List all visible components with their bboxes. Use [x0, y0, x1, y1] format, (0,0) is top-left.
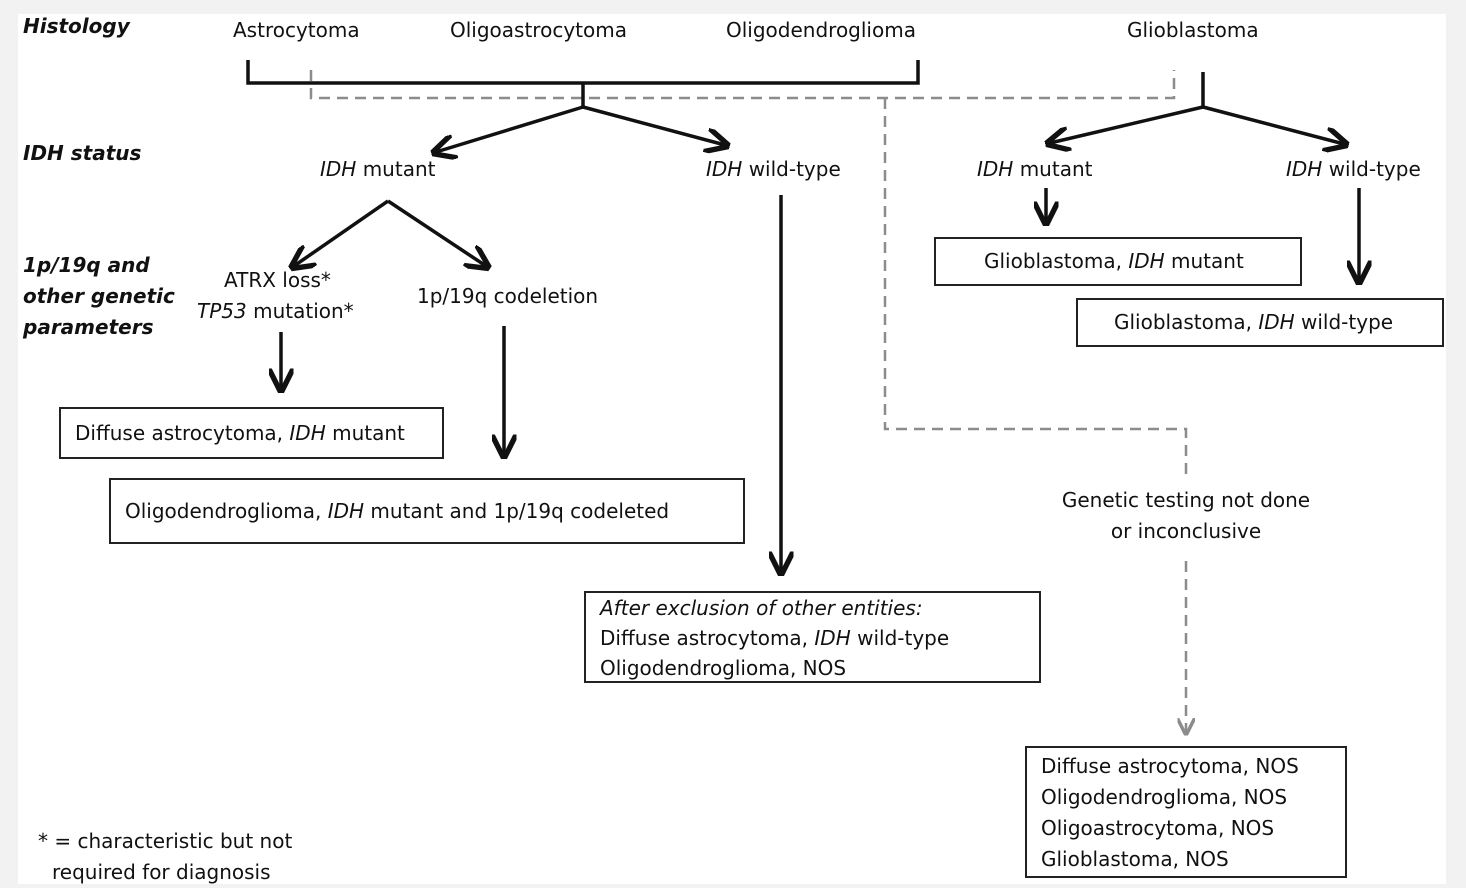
exclusion-heading: After exclusion of other entities: [600, 596, 923, 620]
nos-line-2: Oligodendroglioma, NOS [1041, 785, 1288, 809]
node-gbm-idh-wild-type: IDH wild-type [1286, 157, 1421, 181]
dashed-nos-path [309, 70, 1186, 732]
nos-line-4: Glioblastoma, NOS [1041, 847, 1229, 871]
exclusion-line-1: Diffuse astrocytoma, IDH wild-type [600, 626, 950, 650]
node-1p19q-codeletion: 1p/19q codeletion [417, 284, 599, 308]
genetic-testing-line2: or inconclusive [1110, 519, 1262, 543]
row-label-genetic-line3: parameters [23, 315, 154, 339]
solid-tree [246, 60, 1359, 571]
box-after-exclusion: After exclusion of other entities: Diffu… [584, 591, 1041, 683]
exclusion-line-2: Oligodendroglioma, NOS [600, 656, 847, 680]
row-label-histology: Histology [23, 14, 130, 38]
node-gbm-idh-mutant: IDH mutant [977, 157, 1093, 181]
node-idh-mutant: IDH mutant [320, 157, 436, 181]
box-glioblastoma-idh-mutant: Glioblastoma, IDH mutant [934, 237, 1302, 286]
genetic-testing-line1: Genetic testing not done [1061, 488, 1311, 512]
box-oligodendroglioma-codeleted: Oligodendroglioma, IDH mutant and 1p/19q… [109, 478, 745, 544]
histology-astrocytoma: Astrocytoma [233, 18, 360, 42]
footnote-line1: * = characteristic but not [38, 829, 293, 853]
node-idh-wild-type: IDH wild-type [706, 157, 841, 181]
node-atrx-loss: ATRX loss* [224, 268, 331, 292]
nos-line-3: Oligoastrocytoma, NOS [1041, 816, 1275, 840]
row-label-genetic-line1: 1p/19q and [23, 253, 150, 277]
row-label-idh-status: IDH status [23, 141, 142, 165]
histology-oligodendroglioma: Oligodendroglioma [726, 18, 916, 42]
connector-lines [246, 60, 1446, 884]
box-nos-diagnoses: Diffuse astrocytoma, NOS Oligodendroglio… [1025, 746, 1347, 878]
node-tp53-mutation: TP53 mutation* [197, 299, 354, 323]
histology-glioblastoma: Glioblastoma [1127, 18, 1259, 42]
box-diffuse-astrocytoma-idh-mutant: Diffuse astrocytoma, IDH mutant [59, 407, 444, 459]
nos-line-1: Diffuse astrocytoma, NOS [1041, 754, 1299, 778]
footnote-line2: required for diagnosis [52, 860, 271, 884]
box-glioblastoma-idh-wild-type: Glioblastoma, IDH wild-type [1076, 298, 1444, 347]
histology-oligoastrocytoma: Oligoastrocytoma [450, 18, 627, 42]
row-label-genetic-line2: other genetic [23, 284, 175, 308]
diagram-canvas: Histology IDH status 1p/19q and other ge… [18, 14, 1446, 884]
